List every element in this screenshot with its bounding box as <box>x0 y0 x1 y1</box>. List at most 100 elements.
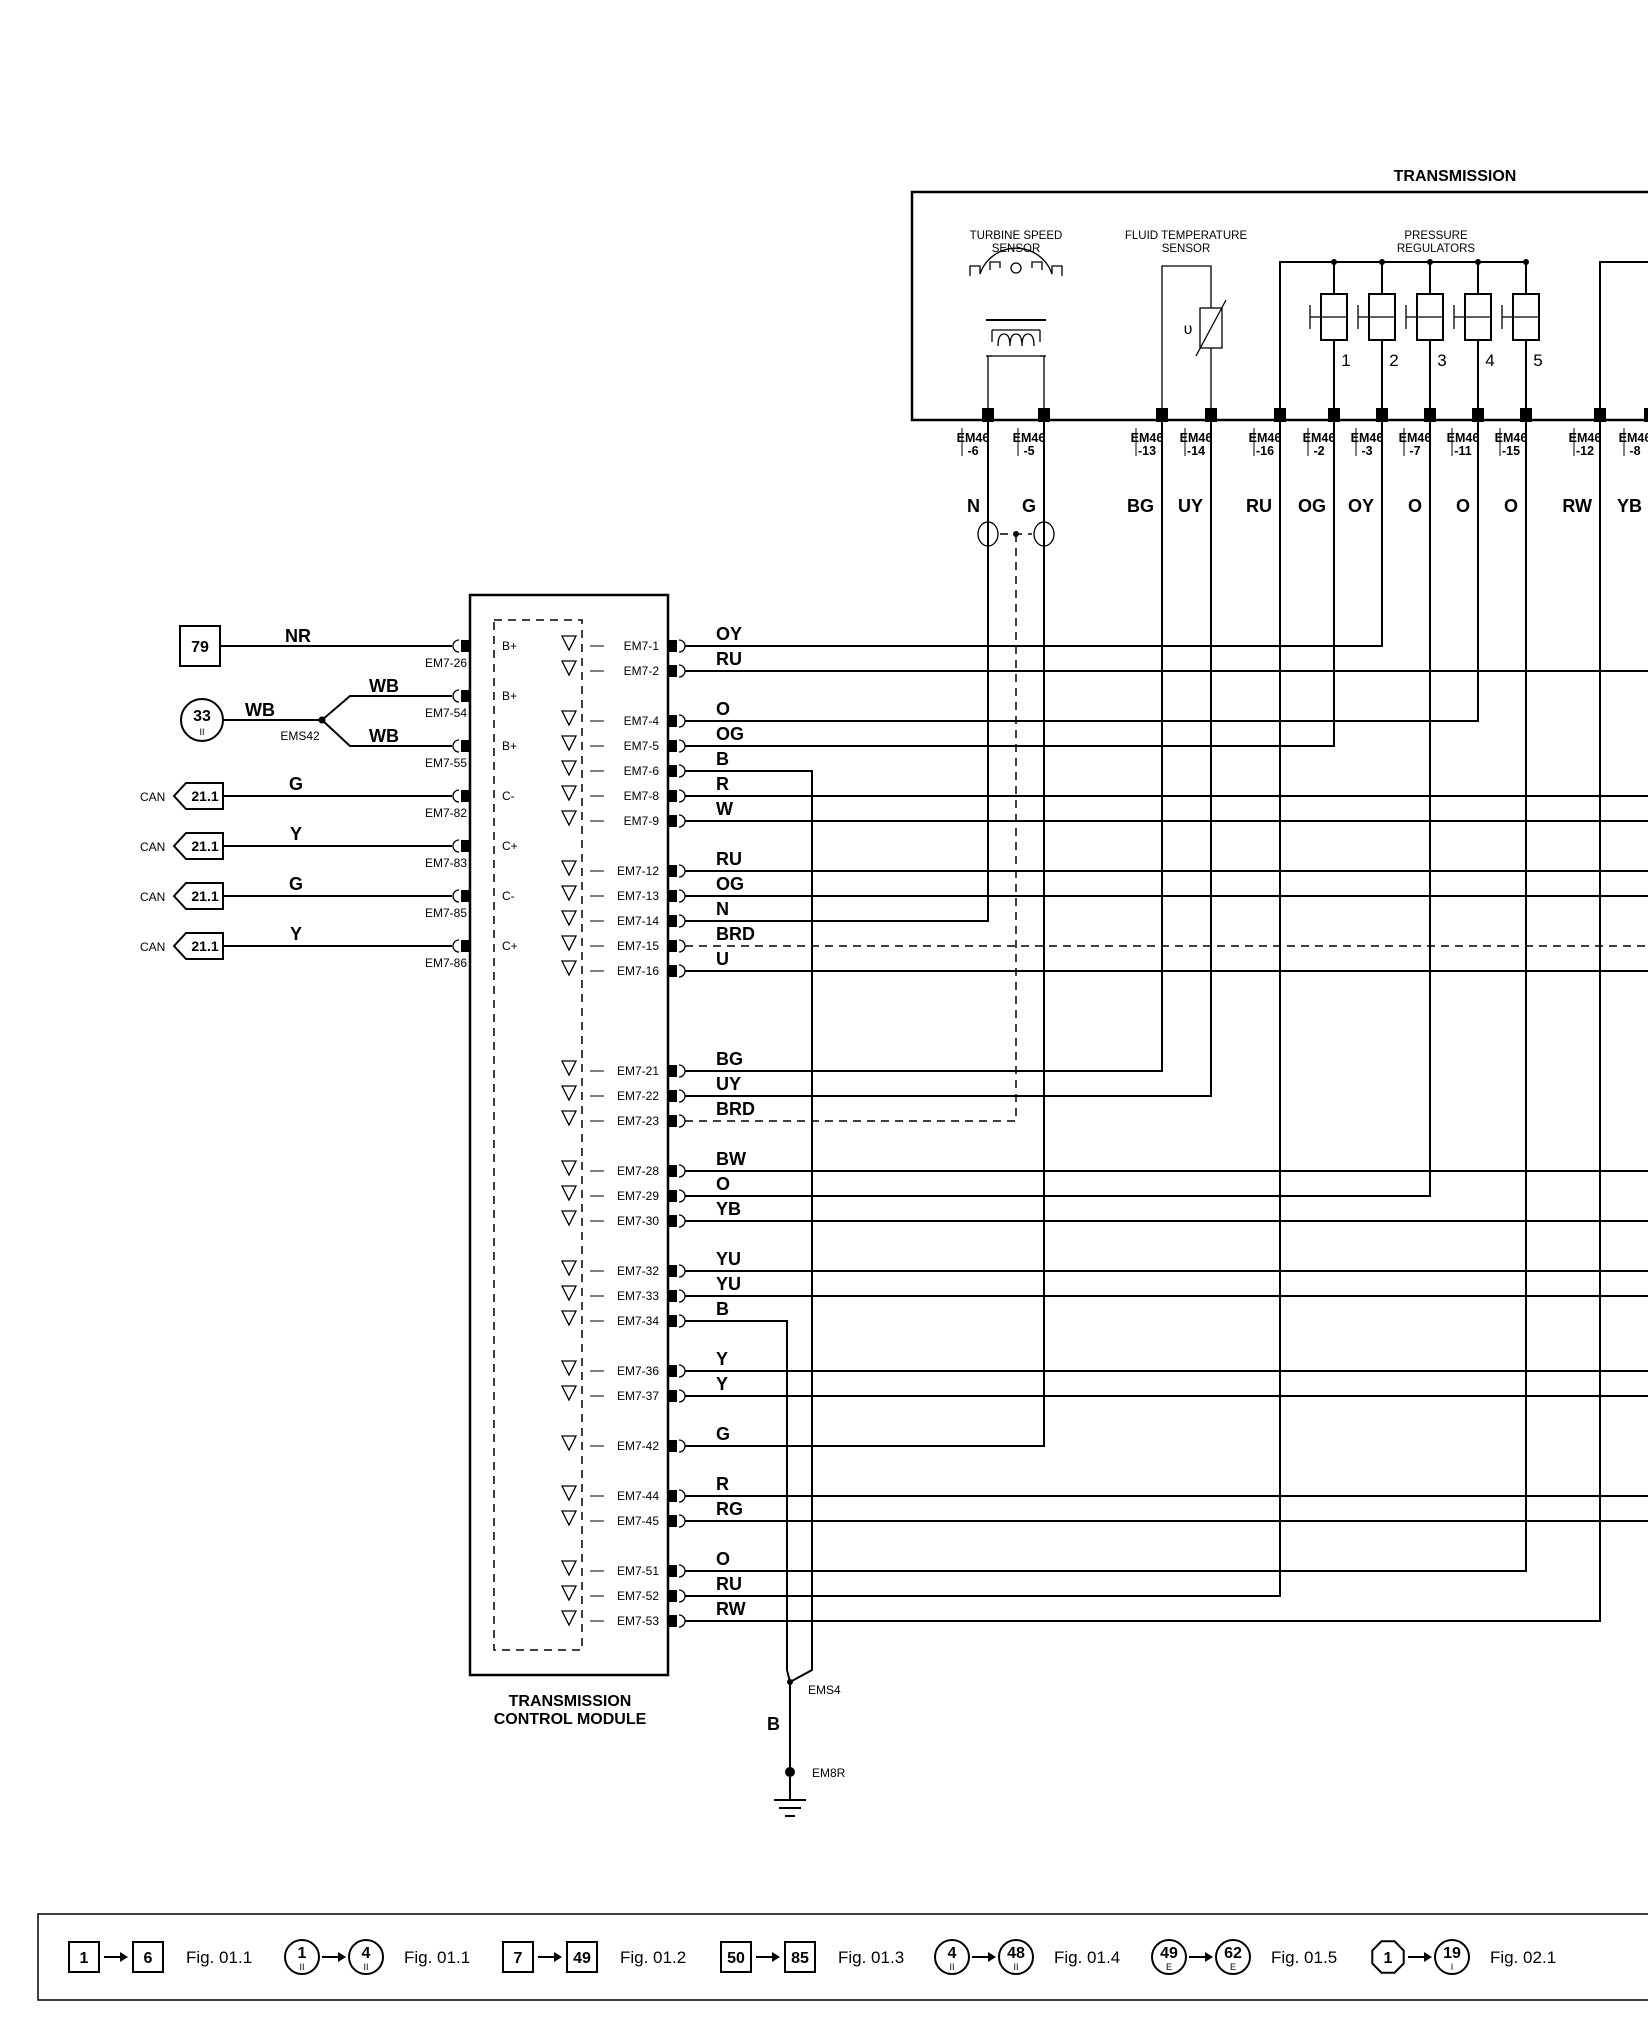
connector-wire-color: O <box>1504 496 1518 516</box>
wire-color: Y <box>716 1349 728 1369</box>
regulator-number: 2 <box>1389 351 1398 370</box>
legend-sub: E <box>1230 1962 1236 1972</box>
legend-ref: 4 <box>362 1945 371 1962</box>
can-wire-color: G <box>289 774 303 794</box>
wire-color: YU <box>716 1274 741 1294</box>
wire-color: Y <box>716 1374 728 1394</box>
transmission-connector: EM46-6N <box>957 408 994 516</box>
tcm-left-pin: EM7-85C- <box>425 889 515 920</box>
legend-sub: II <box>299 1962 304 1972</box>
wire-wb-1: WB <box>245 700 275 720</box>
connector-wire-color: O <box>1408 496 1422 516</box>
tcm-right-pin: EM7-14N <box>560 899 729 928</box>
can-label: CAN <box>140 890 165 904</box>
pressure-regulators-label-2: REGULATORS <box>1397 243 1476 255</box>
tcm-box <box>468 593 670 1677</box>
ref-33: 33 <box>193 708 211 725</box>
connector-id: EM46 <box>1495 431 1528 445</box>
connector-pin: -15 <box>1502 444 1520 458</box>
connector-pin: -12 <box>1576 444 1594 458</box>
wire-color: RW <box>716 1599 746 1619</box>
wire-color: OG <box>716 874 744 894</box>
can-ref-number: 21.1 <box>191 888 218 904</box>
connector-wire-color: RW <box>1562 496 1592 516</box>
pin-label: EM7-9 <box>624 814 660 828</box>
connector-pin: -6 <box>967 444 978 458</box>
legend-ref: 50 <box>727 1950 745 1967</box>
transmission-connector: EM46-11O <box>1447 408 1484 516</box>
pin-label: EM7-32 <box>617 1264 659 1278</box>
legend-ref: 1 <box>1384 1950 1393 1967</box>
tcm-left-pin: EM7-26B+ <box>425 639 517 670</box>
wire-color: O <box>716 1549 730 1569</box>
legend-fig: Fig. 01.1 <box>186 1948 252 1967</box>
legend-frame <box>37 1913 1648 2001</box>
tcm-right-pin: EM7-29O <box>560 1174 730 1203</box>
tcm-left-pin: EM7-83C+ <box>425 839 518 870</box>
pin-label: EM7-5 <box>624 739 660 753</box>
wire-wb-3: WB <box>369 726 399 746</box>
tcm-left-pin: EM7-86C+ <box>425 939 518 970</box>
legend-arrow-head <box>554 1952 562 1962</box>
legend-fig: Fig. 02.1 <box>1490 1948 1556 1967</box>
wire-color: RU <box>716 849 742 869</box>
pin-symbol: B+ <box>502 739 517 753</box>
pin-label: EM7-55 <box>425 756 467 770</box>
wire-color: YB <box>716 1199 741 1219</box>
wire-color: N <box>716 899 729 919</box>
transmission-connectors: EM46-6NEM46-5GEM46-13BGEM46-14UYEM46-16R… <box>957 408 1648 516</box>
tcm-left-pin: EM7-55 B+ <box>425 739 517 770</box>
legend-circle <box>1434 1939 1470 1975</box>
connector-wire-color: YB <box>1617 496 1642 516</box>
wire <box>685 422 1527 1572</box>
legend-ref: 48 <box>1007 1945 1025 1962</box>
transmission-connector: EM46-7O <box>1399 408 1436 516</box>
ref-79: 79 <box>191 639 209 656</box>
pin-symbol: C- <box>502 789 515 803</box>
legend-octagon <box>1371 1940 1405 1974</box>
legend-ref: 19 <box>1443 1945 1461 1962</box>
turbine-sensor-label-1: TURBINE SPEED <box>970 230 1063 242</box>
pin-label: EM7-2 <box>624 664 660 678</box>
legend-ref: 49 <box>573 1950 591 1967</box>
wire-color: BRD <box>716 1099 755 1119</box>
wire <box>685 422 1163 1072</box>
legend-fig: Fig. 01.5 <box>1271 1948 1337 1967</box>
connector-pin: -8 <box>1629 444 1640 458</box>
legend-circle <box>934 1939 970 1975</box>
wire-wb-2: WB <box>369 676 399 696</box>
can-label: CAN <box>140 840 165 854</box>
ground-em8r: EM8R <box>812 1766 846 1780</box>
connector-id: EM46 <box>957 431 990 445</box>
legend-square <box>132 1941 164 1973</box>
pin-label: EM7-37 <box>617 1389 659 1403</box>
tcm-right-pin: EM7-8R <box>560 774 729 803</box>
wire-color: BW <box>716 1149 746 1169</box>
pin-label: EM7-86 <box>425 956 467 970</box>
connector-pin: -3 <box>1361 444 1372 458</box>
wire <box>685 422 1335 747</box>
legend-square <box>784 1941 816 1973</box>
legend-circle <box>998 1939 1034 1975</box>
ground-wire-b: B <box>767 1714 780 1734</box>
transmission-connector: EM46-3OY <box>1348 408 1388 516</box>
legend-sub: II <box>1013 1962 1018 1972</box>
transmission-title: TRANSMISSION <box>1394 168 1517 185</box>
tcm-left-pin: EM7-82C- <box>425 789 515 820</box>
tcm-label-1: TRANSMISSION <box>509 1693 632 1710</box>
legend-arrow-head <box>120 1952 128 1962</box>
pin-label: EM7-8 <box>624 789 660 803</box>
can-wire-color: Y <box>290 824 302 844</box>
